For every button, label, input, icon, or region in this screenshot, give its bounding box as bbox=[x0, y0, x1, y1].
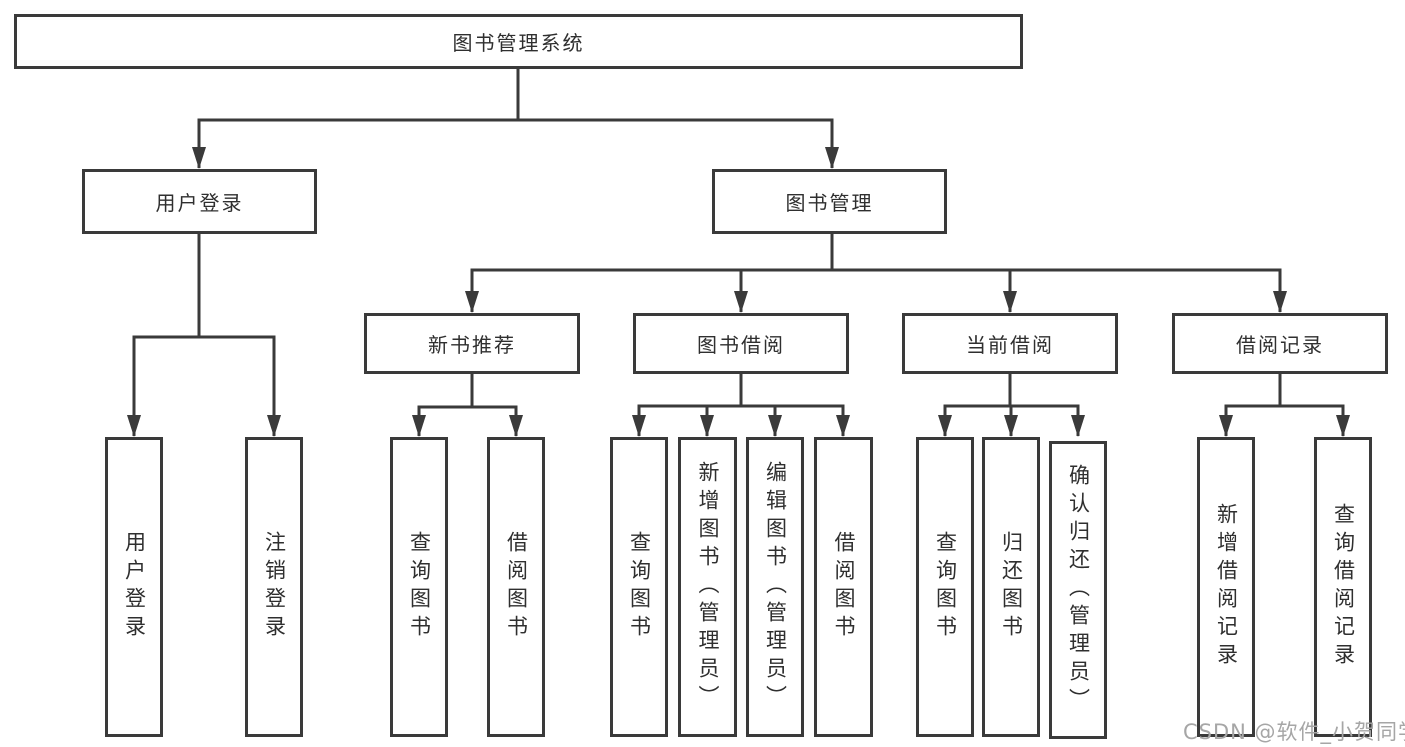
csdn-watermark: CSDN @软件_小贺同学 bbox=[1183, 720, 1405, 744]
connector-user-login-children bbox=[127, 234, 281, 437]
connector-borrow-records-children bbox=[1219, 374, 1350, 437]
node-borrow-books-leaf: 借阅图书 bbox=[814, 437, 873, 737]
node-book-management: 图书管理 bbox=[712, 169, 947, 234]
node-new-book-recommend: 新书推荐 bbox=[364, 313, 580, 374]
connector-book-borrow-children bbox=[632, 374, 850, 437]
node-query-books-recommend: 查询图书 bbox=[390, 437, 448, 737]
node-user-login-leaf: 用户登录 bbox=[105, 437, 163, 737]
node-user-login: 用户登录 bbox=[82, 169, 317, 234]
node-query-books-borrow: 查询图书 bbox=[610, 437, 668, 737]
node-current-borrow: 当前借阅 bbox=[902, 313, 1118, 374]
node-root: 图书管理系统 bbox=[14, 14, 1023, 69]
node-book-borrow: 图书借阅 bbox=[633, 313, 849, 374]
connector-root-to-level2 bbox=[192, 69, 839, 169]
node-add-books-admin: 新增图书（管理员） bbox=[678, 437, 737, 737]
node-edit-books-admin: 编辑图书（管理员） bbox=[746, 437, 804, 737]
node-confirm-return-admin: 确认归还（管理员） bbox=[1049, 441, 1107, 739]
node-query-books-current: 查询图书 bbox=[916, 437, 974, 737]
node-logout: 注销登录 bbox=[245, 437, 303, 737]
connector-book-management-children bbox=[465, 234, 1287, 313]
node-borrow-records: 借阅记录 bbox=[1172, 313, 1388, 374]
connector-new-book-recommend-children bbox=[412, 374, 523, 437]
node-borrow-books-recommend: 借阅图书 bbox=[487, 437, 545, 737]
node-add-borrow-record: 新增借阅记录 bbox=[1197, 437, 1255, 737]
node-return-books: 归还图书 bbox=[982, 437, 1040, 737]
node-query-borrow-record: 查询借阅记录 bbox=[1314, 437, 1372, 737]
connector-current-borrow-children bbox=[938, 374, 1085, 437]
